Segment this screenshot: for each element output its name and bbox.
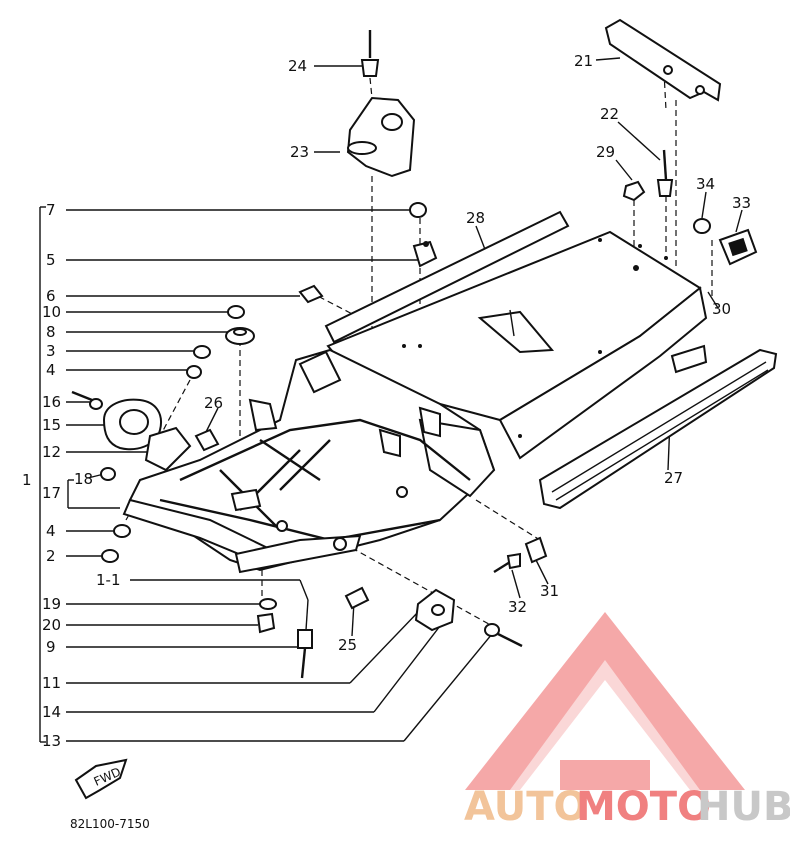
callout-25: 25 xyxy=(338,636,357,654)
part-20-nut-icon xyxy=(256,612,276,634)
part-25-clip-icon xyxy=(344,586,370,610)
part-16-bolt-icon xyxy=(71,390,103,410)
part-22-pin-icon xyxy=(656,149,674,197)
callout-34: 34 xyxy=(696,175,715,193)
part-19-washer-icon xyxy=(259,598,277,610)
watermark-logo-icon xyxy=(465,612,745,790)
callout-17: 17 xyxy=(42,484,61,502)
callout-2: 2 xyxy=(46,547,56,565)
leader-lines xyxy=(66,57,743,742)
callout-10: 10 xyxy=(42,303,61,321)
part-10-washer-icon xyxy=(227,305,245,319)
part-9-bolt-icon xyxy=(297,629,313,679)
callout-19: 19 xyxy=(42,595,61,613)
callout-29: 29 xyxy=(596,143,615,161)
part-34-washer-icon xyxy=(693,218,711,234)
callout-8: 8 xyxy=(46,323,56,341)
callout-30: 30 xyxy=(712,300,731,318)
part-29-nut-icon xyxy=(622,180,646,202)
callout-7: 7 xyxy=(46,201,56,219)
callout-6: 6 xyxy=(46,287,56,305)
frame-main xyxy=(122,348,496,574)
part-8-mount-icon xyxy=(225,327,255,345)
part-27-side-rail xyxy=(538,348,778,510)
callout-3: 3 xyxy=(46,342,56,360)
group-bracket xyxy=(39,206,120,743)
part-11-plate-icon xyxy=(414,588,456,632)
part-3-collar-icon xyxy=(193,345,211,359)
callout-33: 33 xyxy=(732,194,751,212)
part-4b-collar-icon xyxy=(113,524,131,538)
watermark-auto: AUTO xyxy=(464,784,588,830)
part-12-holder-icon xyxy=(144,426,192,472)
callout-31: 31 xyxy=(540,582,559,600)
callout-13: 13 xyxy=(42,732,61,750)
drawing-code: 82L100-7150 xyxy=(70,817,150,831)
callout-1: 1 xyxy=(22,471,32,489)
part-31-clip-icon xyxy=(524,536,548,564)
fwd-arrow-icon: FWD xyxy=(74,758,128,800)
callout-12: 12 xyxy=(42,443,61,461)
part-6-clip-icon xyxy=(298,284,324,304)
callout-27: 27 xyxy=(664,469,683,487)
callout-24: 24 xyxy=(288,57,307,75)
part-33-plate-icon xyxy=(718,228,758,266)
callout-4a: 4 xyxy=(46,361,56,379)
part-28-rail xyxy=(324,210,570,344)
part-26-clip-icon xyxy=(194,428,220,452)
watermark-hub: HUB xyxy=(697,784,790,830)
watermark-text: AUTO MOTO HUB xyxy=(464,784,790,830)
callout-26: 26 xyxy=(204,394,223,412)
callout-18: 18 xyxy=(74,470,93,488)
part-4-collar-icon xyxy=(186,365,202,379)
callout-15: 15 xyxy=(42,416,61,434)
callout-11: 11 xyxy=(42,674,61,692)
callout-5: 5 xyxy=(46,251,56,269)
callout-22: 22 xyxy=(600,105,619,123)
callout-4b: 4 xyxy=(46,522,56,540)
frame-tunnel xyxy=(326,230,708,460)
part-15-bushing-icon xyxy=(102,398,162,451)
part-30-decal xyxy=(670,344,708,374)
callout-16: 16 xyxy=(42,393,61,411)
part-7-nut-icon xyxy=(409,202,427,218)
part-5-bracket-icon xyxy=(412,240,438,268)
callout-32: 32 xyxy=(508,598,527,616)
callout-21: 21 xyxy=(574,52,593,70)
watermark-moto: MOTO xyxy=(576,784,711,830)
callout-labels: 7 5 6 10 8 3 4 16 15 12 1 17 18 4 2 1-1 … xyxy=(22,52,751,750)
part-23-bracket-icon xyxy=(346,96,416,178)
callout-28: 28 xyxy=(466,209,485,227)
part-32-screw-icon xyxy=(493,552,521,574)
part-18-bolt-icon xyxy=(100,467,116,481)
part-21-bracket-icon xyxy=(604,18,722,102)
callout-14: 14 xyxy=(42,703,61,721)
part-2-collar-icon xyxy=(101,549,119,563)
callout-23: 23 xyxy=(290,143,309,161)
callout-9: 9 xyxy=(46,638,56,656)
part-13-bolt-icon xyxy=(484,623,523,648)
callout-1-1: 1-1 xyxy=(96,571,121,589)
callout-20: 20 xyxy=(42,616,61,634)
part-24-bolt-icon xyxy=(360,30,380,77)
